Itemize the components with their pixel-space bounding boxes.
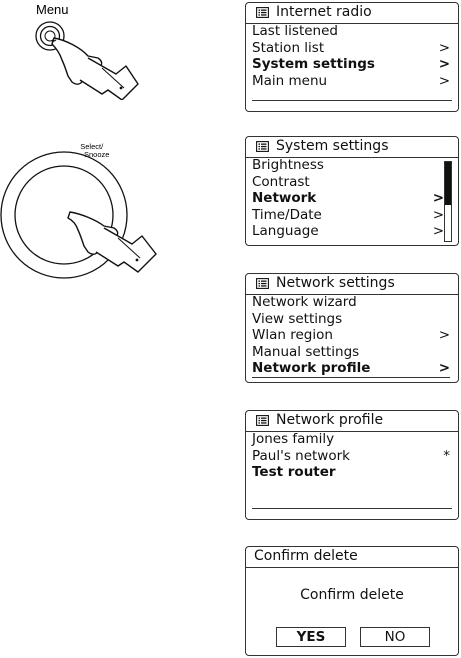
menu-item-label: System settings <box>252 56 375 73</box>
menu-item-label: View settings <box>252 310 343 327</box>
chevron-right-icon: > <box>438 39 450 56</box>
menu-item-label: Last listened <box>252 23 338 39</box>
menu-item-time-date[interactable]: Time/Date > <box>252 207 450 224</box>
menu-item-manual-settings[interactable]: Manual settings <box>252 344 450 361</box>
menu-item-brightness[interactable]: Brightness <box>252 157 450 174</box>
menu-item-label: Manual settings <box>252 343 360 360</box>
profile-item-test-router[interactable]: Test router <box>252 464 450 481</box>
menu-item-station-list[interactable]: Station list > <box>252 40 450 57</box>
menu-item-network-profile[interactable]: Network profile > <box>252 360 450 378</box>
scrollbar-thumb[interactable] <box>445 162 451 205</box>
profile-item-jones-family[interactable]: Jones family <box>252 431 450 448</box>
yes-button[interactable]: YES <box>276 627 346 647</box>
profile-item-label: Jones family <box>252 431 335 447</box>
menu-button-icon <box>35 21 65 51</box>
menu-item-label: Main menu <box>252 72 328 89</box>
chevron-right-icon: > <box>438 360 450 377</box>
screen-header: Network profile <box>246 411 458 432</box>
menu-item-label: Network <box>252 190 317 207</box>
screen-header: Network settings <box>246 274 458 295</box>
menu-item-label: Wlan region <box>252 327 333 344</box>
scrollbar[interactable] <box>444 161 452 242</box>
menu-item-label: Contrast <box>252 173 310 190</box>
menu-item-label: Time/Date <box>252 206 322 223</box>
dialog-title: Confirm delete <box>254 548 358 564</box>
menu-button-illustration <box>35 21 139 100</box>
screen-title: Network profile <box>276 412 384 428</box>
profile-item-label: Paul's network <box>252 447 350 464</box>
lcd-screen-system-settings: System settings Brightness Contrast Netw… <box>245 136 459 246</box>
menu-list-icon <box>256 278 269 289</box>
menu-item-network[interactable]: Network > <box>252 190 450 207</box>
menu-list-icon <box>256 141 269 152</box>
menu-item-system-settings[interactable]: System settings > <box>252 56 450 73</box>
chevron-right-icon: > <box>438 72 450 89</box>
screen-header: System settings <box>246 137 458 158</box>
profile-item-label: Test router <box>252 464 336 481</box>
screen-title: Network settings <box>276 275 395 291</box>
select-label-line1: Select/ <box>80 142 104 151</box>
menu-item-network-wizard[interactable]: Network wizard <box>252 294 450 311</box>
chevron-right-icon: > <box>432 223 444 240</box>
screen-title: System settings <box>276 138 389 154</box>
menu-item-label: Station list <box>252 39 325 56</box>
select-snooze-label: Select/ Snooze <box>74 143 109 159</box>
divider <box>252 100 452 101</box>
menu-item-language[interactable]: Language > <box>252 223 450 240</box>
menu-item-wlan-region[interactable]: Wlan region > <box>252 327 450 344</box>
chevron-right-icon: > <box>432 206 444 223</box>
divider <box>252 508 452 509</box>
lcd-screen-confirm-delete: Confirm delete Confirm delete YES NO <box>245 546 459 656</box>
menu-item-label: Brightness <box>252 157 324 173</box>
asterisk-icon: * <box>443 447 450 464</box>
no-button[interactable]: NO <box>360 627 430 647</box>
menu-list-icon <box>256 7 269 18</box>
select-knob-icon <box>0 151 128 279</box>
profile-item-pauls-network[interactable]: Paul's network * <box>252 448 450 465</box>
lcd-screen-internet-radio: Internet radio Last listened Station lis… <box>245 2 459 112</box>
dialog-message: Confirm delete <box>300 587 404 603</box>
screen-header: Internet radio <box>246 3 458 24</box>
menu-item-label: Language <box>252 223 319 240</box>
menu-button-label: Menu <box>36 2 69 17</box>
menu-item-label: Network wizard <box>252 294 357 310</box>
chevron-right-icon: > <box>438 56 450 73</box>
chevron-right-icon: > <box>438 327 450 344</box>
screen-header: Confirm delete <box>246 547 458 568</box>
menu-item-contrast[interactable]: Contrast <box>252 174 450 191</box>
menu-item-view-settings[interactable]: View settings <box>252 311 450 328</box>
menu-list-icon <box>256 415 269 426</box>
lcd-screen-network-settings: Network settings Network wizard View set… <box>245 273 459 383</box>
screen-title: Internet radio <box>276 4 372 20</box>
lcd-screen-network-profile: Network profile Jones family Paul's netw… <box>245 410 459 520</box>
select-label-line2: Snooze <box>84 150 110 159</box>
menu-item-main-menu[interactable]: Main menu > <box>252 73 450 90</box>
select-knob-illustration <box>0 151 157 279</box>
menu-item-label: Network profile <box>252 360 371 377</box>
menu-item-last-listened[interactable]: Last listened <box>252 23 450 40</box>
chevron-right-icon: > <box>432 190 444 207</box>
